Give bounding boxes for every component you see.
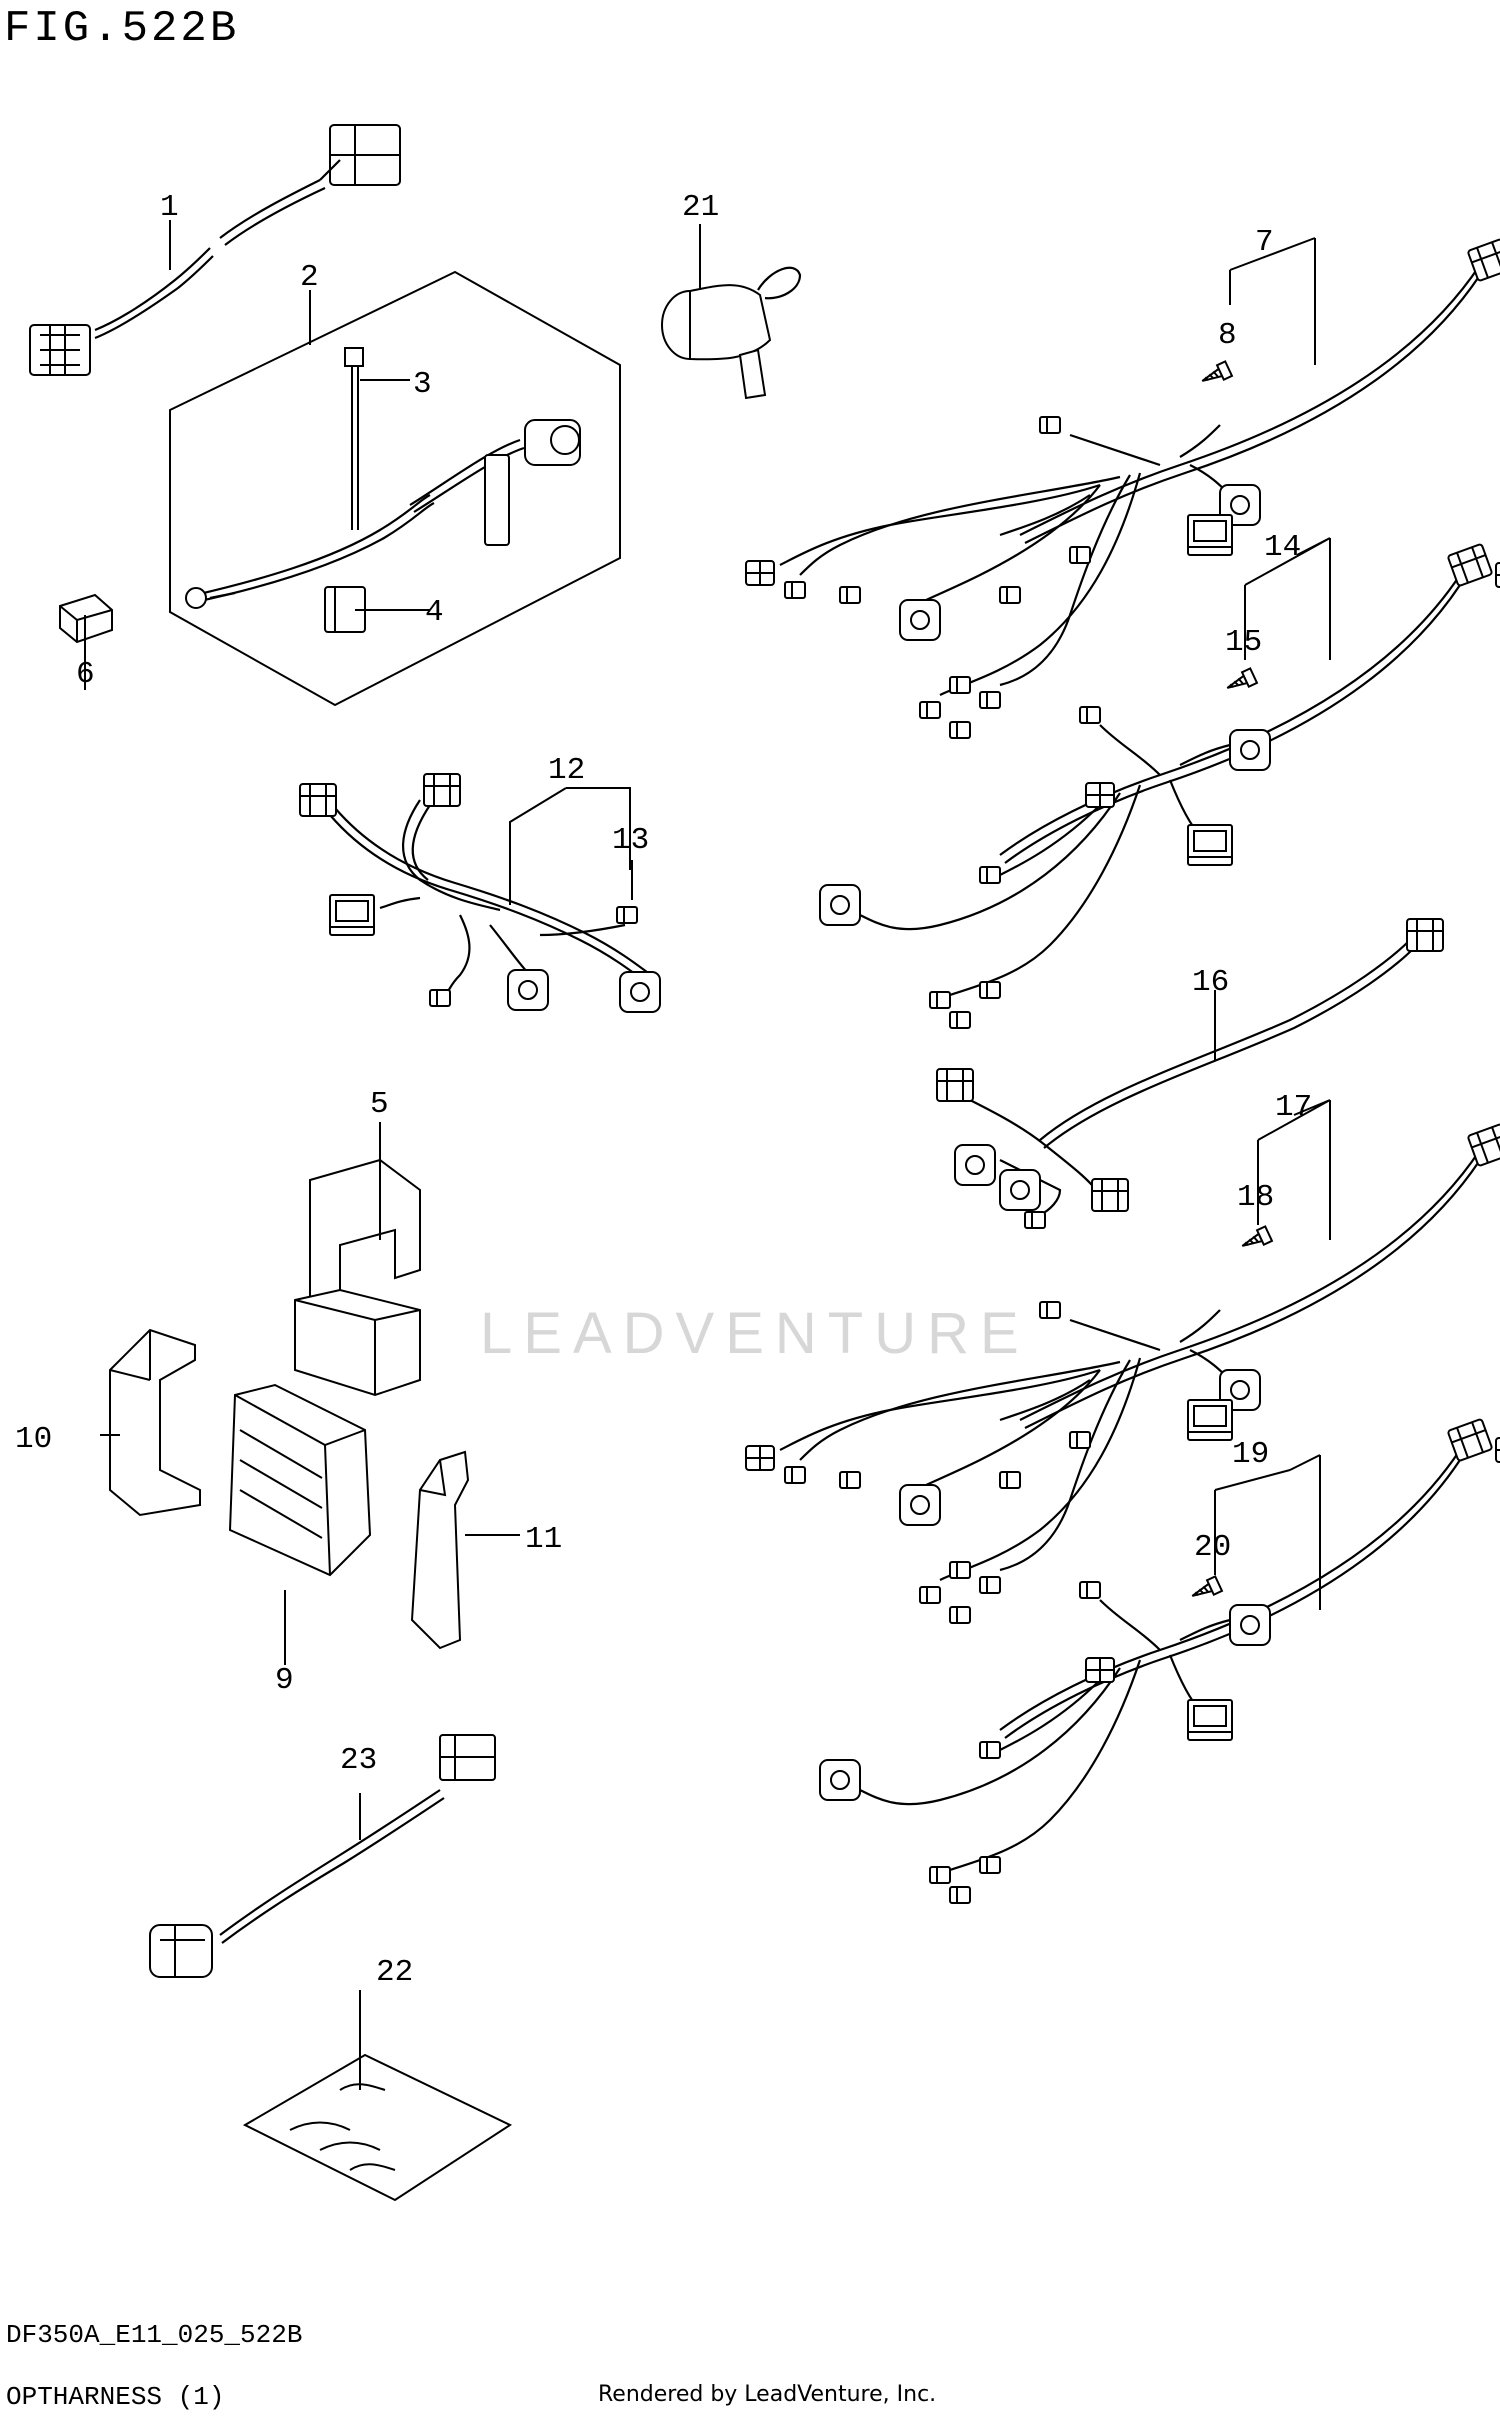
part-7-harness (746, 239, 1500, 738)
callout-21: 21 (682, 190, 719, 225)
callout-2: 2 (300, 260, 319, 295)
part-9-ecu (228, 1383, 372, 1577)
callout-15: 15 (1225, 625, 1262, 660)
part-1-harness (29, 124, 401, 376)
callout-10: 10 (15, 1422, 52, 1457)
callout-5: 5 (370, 1087, 389, 1122)
watermark-text: LEADVENTURE (480, 1301, 1030, 1366)
callout-16: 16 (1192, 965, 1229, 1000)
callout-6: 6 (76, 657, 95, 692)
figure-title: FIG.522B (4, 4, 240, 54)
callout-3: 3 (413, 367, 432, 402)
part-2-kit-box (169, 270, 621, 707)
part-5-cover (294, 1158, 421, 1397)
callout-20: 20 (1194, 1530, 1231, 1565)
part-8-screw (1197, 360, 1233, 390)
part-10-bracket (109, 1328, 201, 1517)
part-12-harness (299, 773, 661, 1013)
part-16-harness (936, 918, 1444, 1229)
part-11-bracket (410, 1450, 470, 1650)
callout-19: 19 (1232, 1437, 1269, 1472)
part-15-screw (1222, 667, 1258, 697)
part-21-cap (661, 266, 802, 400)
callout-13: 13 (612, 823, 649, 858)
callout-11: 11 (525, 1522, 562, 1557)
part-20-screw (1187, 1575, 1223, 1605)
part-18-screw (1237, 1225, 1273, 1255)
callout-7: 7 (1255, 225, 1274, 260)
callout-9: 9 (275, 1663, 294, 1698)
rendered-by-credit: Rendered by LeadVenture, Inc. (598, 2382, 937, 2407)
callout-14: 14 (1264, 530, 1301, 565)
diagram-code: DF350A_E11_025_522B (6, 2320, 303, 2350)
leader-lines (84, 220, 1331, 2090)
callout-17: 17 (1275, 1090, 1312, 1125)
diagram-name: OPTHARNESS (1) (6, 2382, 225, 2412)
part-23-harness (149, 1734, 496, 1978)
callout-8: 8 (1218, 318, 1237, 353)
callout-1: 1 (160, 190, 179, 225)
callout-23: 23 (340, 1743, 377, 1778)
callout-4: 4 (425, 595, 444, 630)
callout-22: 22 (376, 1955, 413, 1990)
callout-18: 18 (1237, 1180, 1274, 1215)
part-22-bag (242, 2053, 513, 2202)
callout-12: 12 (548, 753, 585, 788)
